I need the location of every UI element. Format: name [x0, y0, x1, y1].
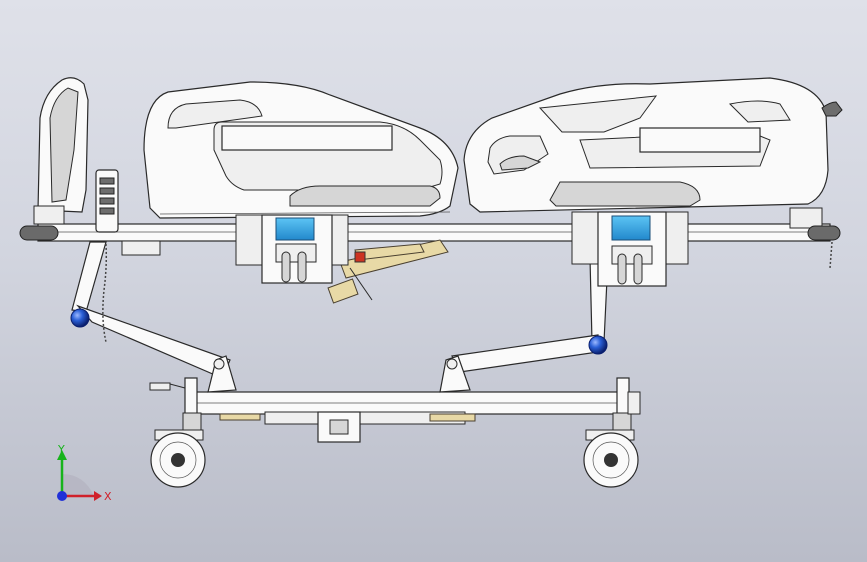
pivot-knob-right	[588, 335, 608, 355]
y-axis-label: Y	[57, 443, 65, 456]
side-rail-left	[143, 81, 459, 219]
caster-wheel-right	[583, 429, 639, 488]
pendant-chain	[102, 231, 108, 343]
side-rail-right	[463, 77, 843, 269]
control-module-left	[235, 214, 349, 284]
x-axis-label: X	[104, 490, 112, 503]
bed-deck-frame	[37, 223, 831, 304]
coordinate-triad: Y X	[57, 443, 112, 503]
base-frame	[149, 377, 641, 443]
z-axis-dot	[57, 491, 67, 501]
lift-arm-right	[439, 257, 609, 393]
pendant-controller	[95, 169, 119, 233]
control-module-right	[571, 211, 689, 287]
footboard-left	[19, 77, 89, 241]
lift-arm-left	[71, 241, 237, 393]
caster-wheel-left	[150, 429, 206, 488]
pivot-knob-left	[70, 308, 90, 328]
triad-plane	[62, 474, 94, 496]
